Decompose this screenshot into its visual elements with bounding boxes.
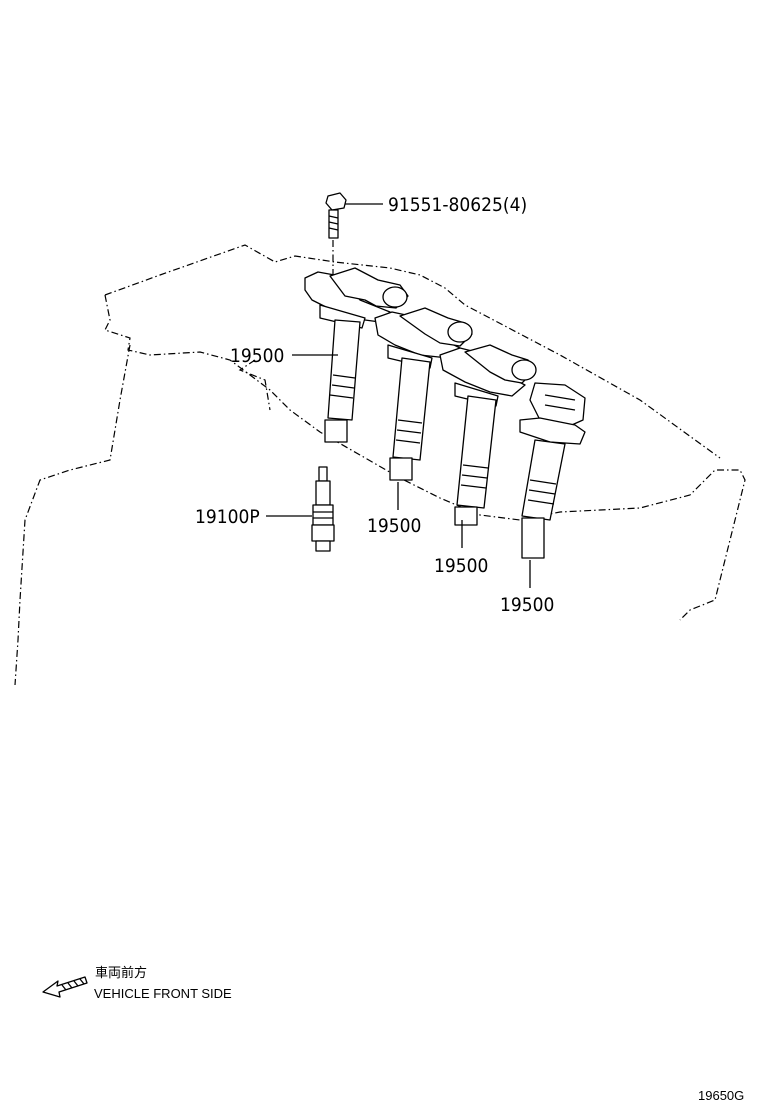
coil-4-label: 19500 [500,594,554,616]
front-side-japanese: 車両前方 [95,965,147,980]
spark-plug-label: 19100P [195,506,260,528]
ignition-coil-3 [439,344,537,526]
ignition-coil-2 [374,307,473,481]
coil-3-label: 19500 [434,555,488,577]
front-side-english: VEHICLE FRONT SIDE [94,986,232,1001]
front-direction-indicator: 車両前方 VEHICLE FRONT SIDE [42,965,232,1001]
coil-2-label: 19500 [367,515,421,537]
spark-plug-part [311,466,335,552]
coil-1-label: 19500 [230,345,284,367]
figure-code: 19650G [698,1088,744,1103]
bolt-label: 91551-80625(4) [388,194,527,216]
ignition-coil-4 [519,382,586,559]
leader-lines [266,203,531,588]
ignition-coil-1 [304,267,409,443]
arrow-left-icon [42,976,88,998]
bolt-part [325,192,347,290]
